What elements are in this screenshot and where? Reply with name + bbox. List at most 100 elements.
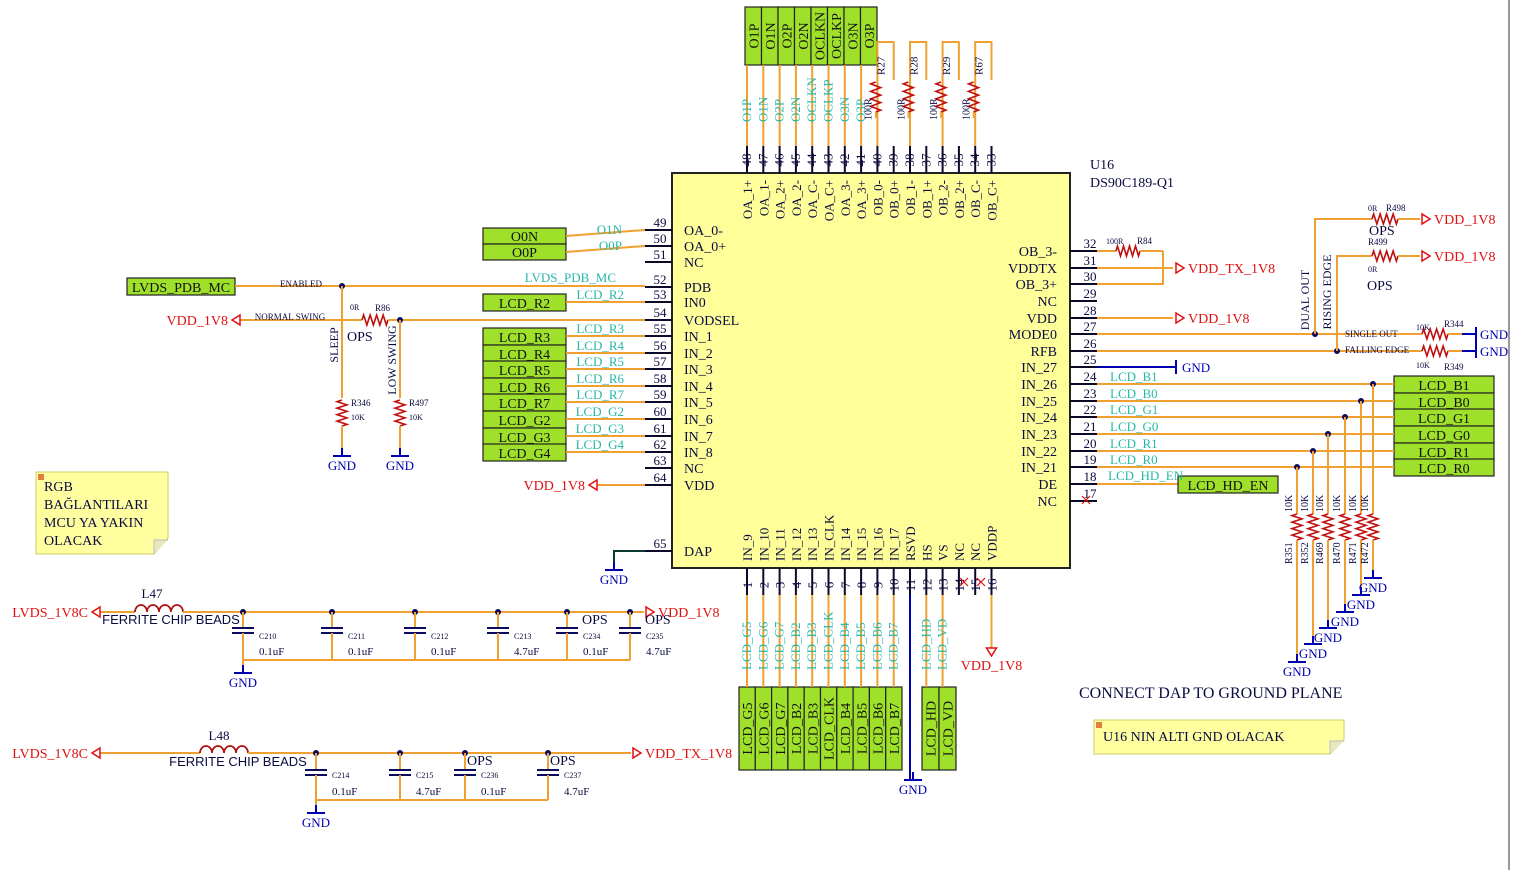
port-lcd_vd-label: LCD_VD [942,701,957,756]
net-label: O1N [755,96,770,122]
power-label: LVDS_1V8C [12,606,88,621]
net-label: LVDS_PDB_MC [525,270,616,285]
pin-number: 23 [1084,386,1097,401]
top-resistor-ref: R29 [941,56,953,75]
pin-name: IN_11 [773,528,788,561]
net-label: O0P [599,238,622,253]
net-label: LCD_G6 [755,621,770,670]
pin-number: 40 [869,154,884,167]
chip-bottom-pins: 1IN_92IN_103IN_114IN_125IN_136IN_CLK7IN_… [740,514,1000,595]
resistor-symbol[interactable] [966,81,981,113]
port-lcd-hd-en[interactable] [1177,475,1279,494]
port-lcd_g5-label: LCD_G5 [741,702,756,754]
pin-name: NC [684,256,703,271]
r84-ref: R84 [1137,236,1153,246]
port-lcd_g4-label: LCD_G4 [498,447,550,462]
inductor-l48[interactable] [199,745,249,754]
pin-name: OA_1- [756,180,771,216]
resistor-symbol[interactable] [1289,513,1305,541]
port-oclkp-label: OCLKP [830,13,845,59]
net-label: LCD_B1 [1110,369,1158,384]
net-ports: O1PO1PO1NO1NO2PO2PO2NO2NOCLKNOCLKNOCLKPO… [126,6,1508,797]
resistor-symbol[interactable] [933,81,949,113]
gnd-label: GND [229,675,257,690]
pulldown-value: 10K [1348,494,1359,512]
power-label: VDD_1V8 [1434,250,1495,265]
port-lcd_r1-label: LCD_R1 [1418,446,1469,461]
pin-name: IN_23 [1021,428,1057,443]
resistor-symbol[interactable] [1365,513,1381,541]
nc-marker [1081,495,1091,505]
resistor-symbol[interactable] [392,399,408,427]
pin-name: IN_8 [684,446,713,461]
resistor-symbol[interactable] [1320,513,1336,541]
resistor-symbol[interactable] [868,81,883,113]
cap-ref: C237 [564,771,581,780]
cap-ops: OPS [467,754,493,769]
resistor-symbol[interactable] [1371,248,1399,264]
power-arrow [230,313,241,327]
power-label: LVDS_1V8C [12,747,88,762]
pulldown-value: 10K [1360,494,1371,512]
pin-name: IN_22 [1021,445,1057,460]
port-lcd_vd[interactable] [938,686,957,771]
r344-value: 10K [1416,323,1430,332]
port-lcd_r5-label: LCD_R5 [499,364,550,379]
resistor-symbol[interactable] [1421,343,1449,359]
pin-number: 10 [887,579,902,592]
resistor-symbol[interactable] [1371,211,1399,227]
pin-name: PDB [684,281,711,296]
gnd-label: GND [1480,344,1508,359]
pin-name: NC [1038,295,1057,310]
power-label: VDD_1V8 [524,479,585,494]
pin-number: 19 [1084,452,1097,467]
resistor-symbol[interactable] [334,399,350,427]
pin-number: 61 [654,421,667,436]
pin-name: VS [936,544,951,561]
port-lcd_g7-label: LCD_G7 [774,702,789,754]
pin-name: OB_C+ [985,180,1000,221]
chip-body[interactable] [671,172,1071,569]
pin-number: 36 [935,153,950,167]
resistor-symbol[interactable] [361,312,389,328]
pin-name: OB_1+ [919,180,934,218]
pin-name: OA_0- [684,224,723,239]
low-swing-label: LOW SWING [385,325,399,395]
resistor-symbol[interactable] [901,81,916,113]
r498-ref: R498 [1386,203,1406,213]
pin-name: IN_10 [756,528,771,561]
port-lcd_g3-label: LCD_G3 [498,431,550,446]
pin-name: OA_1+ [740,180,755,219]
port-oclkn-label: OCLKN [813,12,828,60]
wire [1314,218,1372,334]
note-gnd[interactable]: U16 NIN ALTI GND OLACAK [1093,719,1345,755]
net-label: OCLKN [804,77,819,122]
inductor-l47[interactable] [134,604,184,613]
pulldown-ref: R472 [1360,542,1371,564]
port-lcd_b0-label: LCD_B0 [1418,396,1469,411]
l48-ref: L48 [209,728,230,743]
resistor-symbol[interactable] [1337,513,1353,541]
resistor-symbol[interactable] [1305,513,1321,541]
cap-ref: C210 [259,632,276,641]
gnd-label: GND [1314,630,1342,645]
power-label: VDD_1V8 [167,314,228,329]
cap-ops: OPS [582,613,608,628]
port-lvds-pdb-mc-label: LVDS_PDB_MC [132,281,230,296]
resistor-symbol[interactable] [1421,326,1449,342]
pin-name: VDD [1027,312,1057,327]
pin-number: 65 [654,536,667,551]
gnd-label: GND [328,458,356,473]
pin-number: 4 [789,581,804,588]
connect-dap-text: CONNECT DAP TO GROUND PLANE [1079,685,1342,702]
pin-number: 42 [837,154,852,167]
enabled-label: ENABLED [280,279,322,289]
resistor-symbol[interactable] [1353,513,1369,541]
pin-name: IN_24 [1021,411,1057,426]
resistor-symbol[interactable] [1115,243,1141,259]
port-o3p[interactable] [859,6,878,66]
net-label: LCD_G7 [772,621,787,670]
note-rgb[interactable]: RGB BAĞLANTILARI MCU YA YAKIN OLACAK [35,471,169,555]
